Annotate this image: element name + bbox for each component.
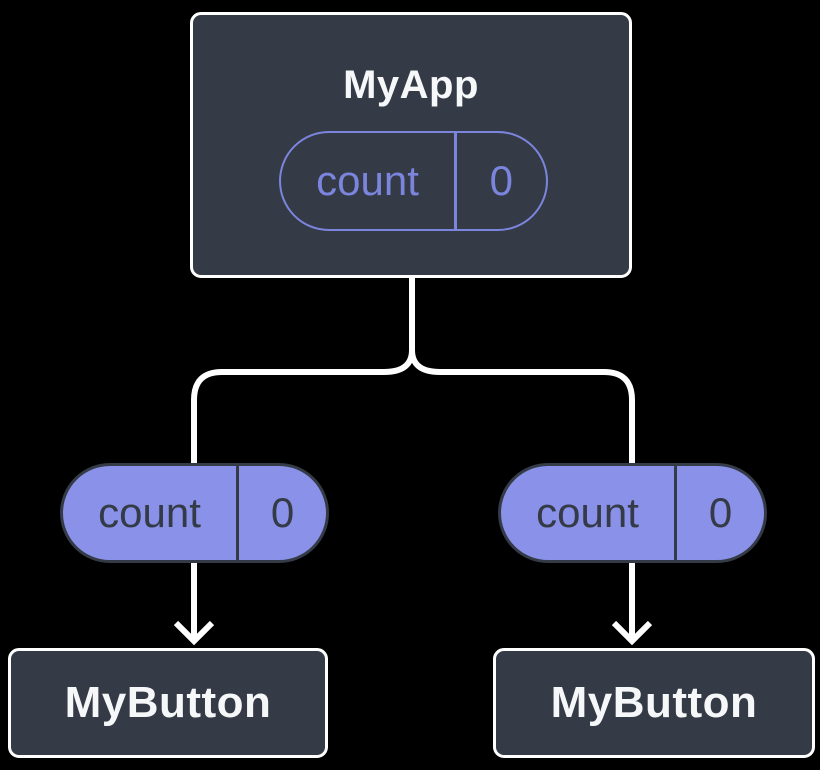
mybutton-title-left: MyButton [64,678,272,727]
pill-divider [236,466,239,560]
arrowhead-left-icon [173,620,215,646]
connector-branch-right [409,349,635,637]
prop-name-label: count [536,489,639,536]
myapp-title: MyApp [343,63,479,107]
pill-divider [454,133,457,229]
arrowhead-right-icon [611,620,653,646]
prop-pill-right: count 0 [498,463,767,563]
state-name-label: count [316,157,419,204]
state-value-label: 0 [489,157,513,204]
prop-value-label: 0 [708,489,733,536]
pill-divider [674,466,677,560]
prop-pill-left: count 0 [60,463,329,563]
mybutton-title-right: MyButton [550,678,758,727]
myapp-state-pill: count 0 [279,131,548,231]
prop-name-label: count [98,489,201,536]
connector-branch-left [191,349,415,637]
mybutton-node-right: MyButton [493,648,815,758]
mybutton-node-left: MyButton [8,648,328,758]
prop-value-label: 0 [270,489,295,536]
myapp-node: MyApp count 0 [190,12,632,278]
